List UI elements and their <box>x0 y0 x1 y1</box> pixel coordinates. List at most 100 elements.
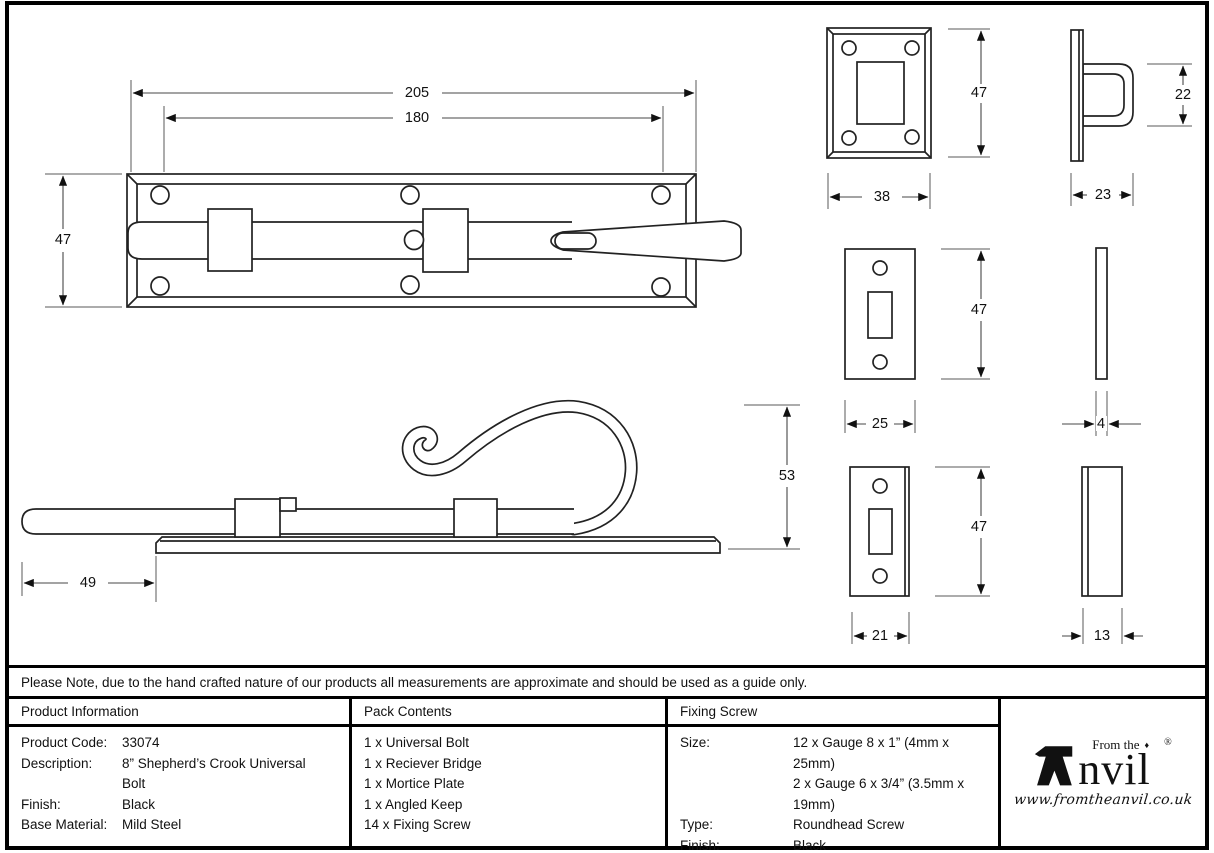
brand-column: From the ♦ ® nvil www.fromtheanvil.co.uk <box>1001 699 1205 846</box>
row-label: Product Code: <box>21 735 108 750</box>
fixing-screw-header: Fixing Screw <box>668 699 998 727</box>
dim-receiver-loop-height: 22 <box>1147 63 1192 127</box>
screw-hole <box>841 40 857 56</box>
registered-mark: ® <box>1164 736 1172 748</box>
dim-receiver-depth: 23 <box>1070 173 1134 206</box>
row-label <box>680 774 793 815</box>
receiver-plate-bevel <box>832 33 926 153</box>
bolt-side-view: 53 49 <box>21 399 800 602</box>
dim-side-tail: 49 <box>21 556 157 602</box>
row-value: 2 x Gauge 6 x 3/4” (3.5mm x 19mm) <box>793 776 965 812</box>
list-item: 1 x Mortice Plate <box>364 776 465 792</box>
dim-mortice-height: 47 <box>941 248 990 380</box>
logo-from-the: From the ♦ ® <box>1092 736 1172 753</box>
screw-hole <box>651 185 671 205</box>
spec-table: Product Information Product Code: 33074 … <box>9 699 1205 853</box>
pack-contents-column: Pack Contents 1 x Universal Bolt 1 x Rec… <box>352 699 668 846</box>
fixing-screw-body: Size: 12 x Gauge 8 x 1” (4mm x 25mm) 2 x… <box>668 727 998 853</box>
handle-slot <box>554 232 597 250</box>
side-guide-bracket <box>453 498 498 538</box>
list-item: 1 x Angled Keep <box>364 796 463 812</box>
row-value: 8” Shepherd’s Crook Universal <box>122 755 306 771</box>
dim-label-205: 205 <box>405 85 429 101</box>
dim-label-47-keep: 47 <box>971 519 987 535</box>
diamond-icon: ♦ <box>1144 740 1150 751</box>
note-row: Please Note, due to the hand crafted nat… <box>9 665 1205 699</box>
note-text: Please Note, due to the hand crafted nat… <box>21 674 808 690</box>
product-information-body: Product Code: 33074 Description: 8” Shep… <box>9 727 349 846</box>
row-label: Type: <box>680 817 714 833</box>
dim-side-height: 53 <box>728 404 800 550</box>
side-bracket-tab <box>279 497 297 512</box>
screw-hole <box>872 568 888 584</box>
row-label: Finish: <box>21 796 61 812</box>
row-value: 12 x Gauge 8 x 1” (4mm x 25mm) <box>793 735 950 771</box>
dim-label-25: 25 <box>872 416 888 432</box>
screw-hole <box>904 129 920 145</box>
table-row: Finish: Black <box>21 795 345 816</box>
dim-label-47-mortice: 47 <box>971 302 987 318</box>
shepherds-crook-curl <box>401 399 638 536</box>
side-baseplate <box>155 536 721 554</box>
receiver-opening <box>856 61 905 125</box>
screw-hole <box>400 275 420 295</box>
screw-hole <box>872 354 888 370</box>
row-label: Size: <box>680 735 711 750</box>
table-row: Finish: Black <box>680 836 994 853</box>
side-rod <box>21 508 574 535</box>
mortice-plate-front-view: 47 25 <box>844 248 990 433</box>
table-row: Product Code: 33074 <box>21 733 345 754</box>
screw-hole <box>872 478 888 494</box>
product-information-column: Product Information Product Code: 33074 … <box>9 699 352 846</box>
screw-hole <box>841 130 857 146</box>
row-value: 33074 <box>122 735 160 750</box>
angled-keep-front-view: 47 21 <box>849 466 990 644</box>
mortice-plate-side-view: 4 <box>1062 247 1141 436</box>
row-label <box>21 774 122 795</box>
pack-contents-header: Pack Contents <box>352 699 665 727</box>
dim-label-49: 49 <box>80 575 96 591</box>
dim-receiver-height: 47 <box>948 28 990 158</box>
dim-keep-width: 21 <box>851 612 910 644</box>
screw-hole <box>400 185 420 205</box>
product-information-header: Product Information <box>9 699 349 727</box>
row-label: Base Material: <box>21 817 108 833</box>
dim-label-4: 4 <box>1097 416 1105 432</box>
mortice-side-plate <box>1095 247 1108 380</box>
technical-drawing-svg: 205 180 47 <box>21 27 1192 644</box>
logo-wordmark: nvil <box>1078 745 1151 795</box>
dim-mortice-width: 25 <box>844 400 916 433</box>
receiver-side-plate <box>1070 29 1084 162</box>
dim-plan-inner-width: 180 <box>165 110 662 126</box>
receiver-loop-inner <box>1082 73 1125 117</box>
row-value: Black <box>793 837 827 853</box>
screw-hole <box>651 277 671 297</box>
bar-hole <box>403 229 425 251</box>
bolt-plan-view: 205 180 47 <box>45 80 742 308</box>
screw-hole <box>150 276 170 296</box>
dim-label-180: 180 <box>405 110 429 126</box>
row-value: Bolt <box>122 776 146 792</box>
row-value: Mild Steel <box>122 817 182 833</box>
brand-logo: From the ♦ ® nvil www.fromtheanvil.co.uk <box>1001 699 1205 846</box>
side-guide-bracket <box>234 498 281 538</box>
angled-keep-side-view: 13 <box>1062 466 1143 644</box>
receiver-bridge-front-view: 47 38 <box>826 27 990 209</box>
receiver-bridge-side-view: 22 23 <box>1070 29 1192 206</box>
table-row: Base Material: Mild Steel <box>21 815 345 836</box>
dim-label-13: 13 <box>1094 628 1110 644</box>
screw-hole <box>872 260 888 276</box>
bolt-handle-knob <box>550 220 742 262</box>
dim-mortice-thickness: 4 <box>1062 391 1141 436</box>
guide-bracket <box>422 208 469 273</box>
row-value: Black <box>122 796 156 812</box>
dim-label-53: 53 <box>779 468 795 484</box>
table-row: Type: Roundhead Screw <box>680 815 994 836</box>
guide-bracket <box>207 208 253 272</box>
table-row: 2 x Gauge 6 x 3/4” (3.5mm x 19mm) <box>680 774 994 815</box>
dim-plan-height: 47 <box>45 173 122 308</box>
list-item: 1 x Reciever Bridge <box>364 755 482 771</box>
list-item: 14 x Fixing Screw <box>364 817 471 833</box>
technical-drawing-area: 205 180 47 <box>9 5 1205 665</box>
